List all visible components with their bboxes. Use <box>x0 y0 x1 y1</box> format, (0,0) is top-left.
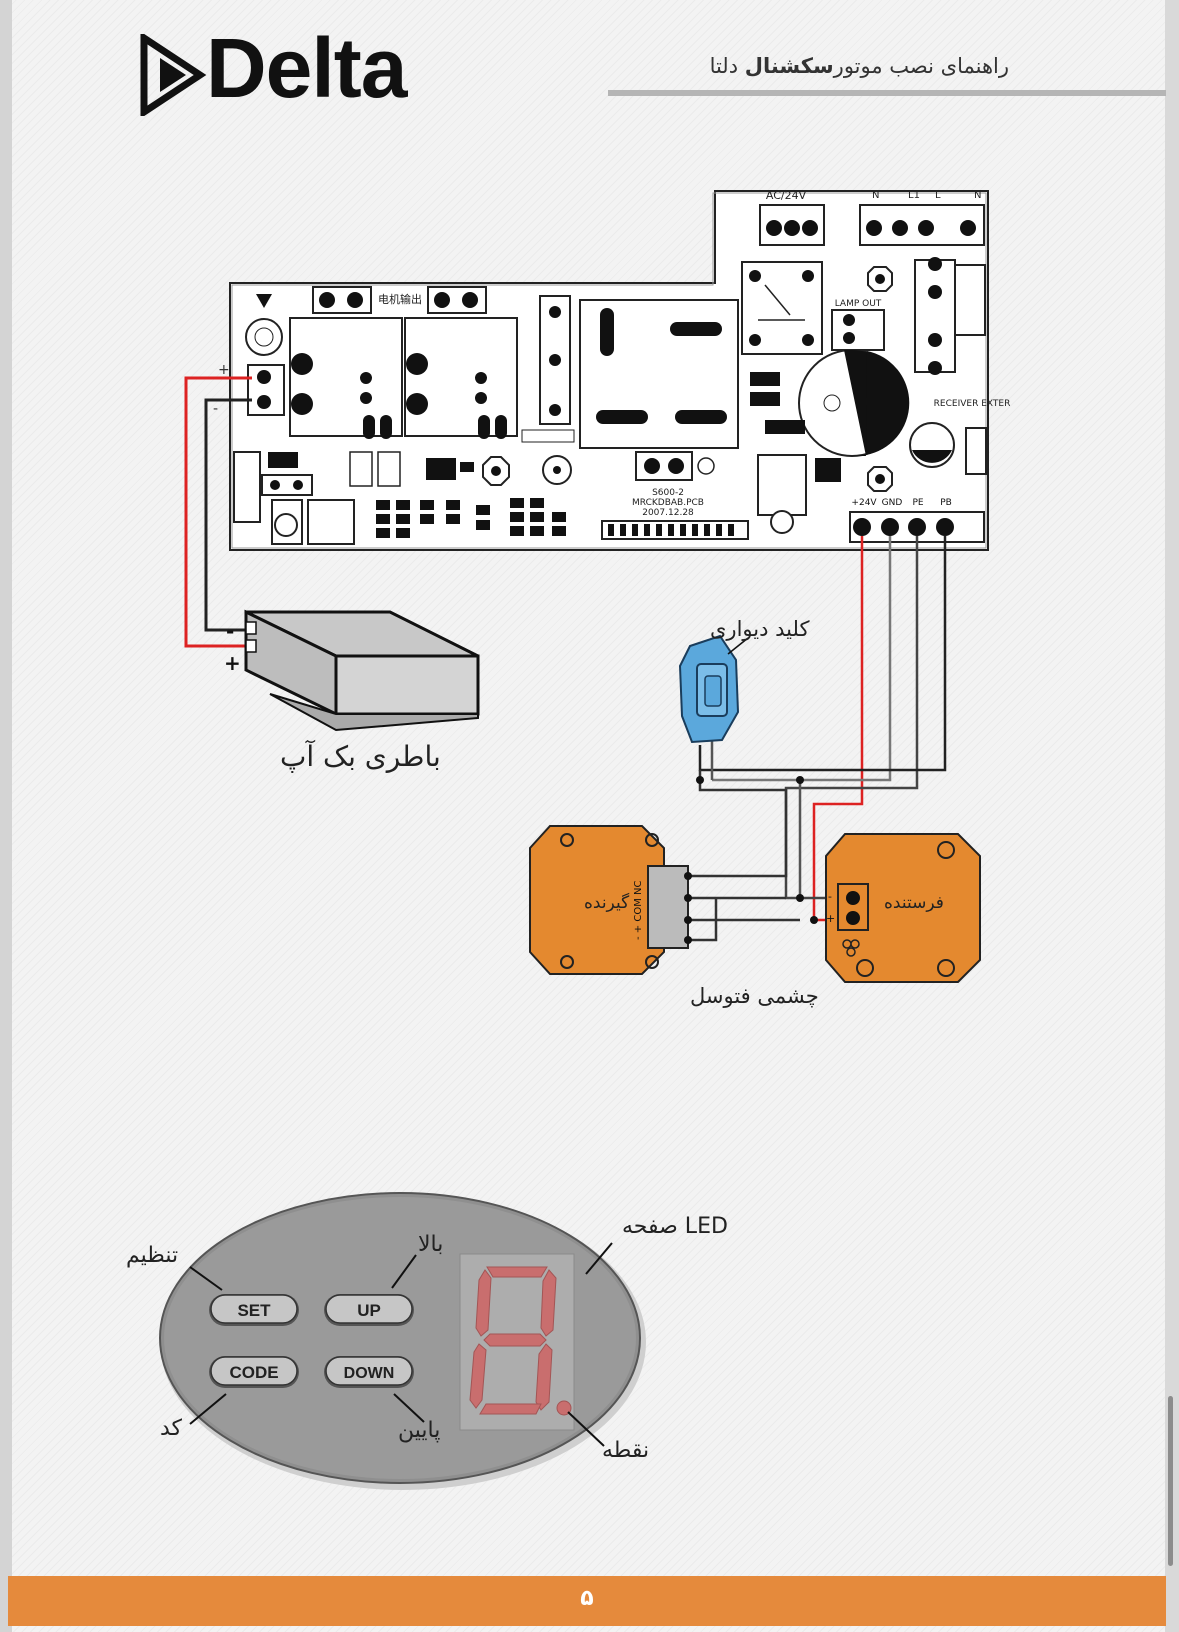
panel-callouts <box>189 1242 613 1447</box>
battery-plus: + <box>224 651 241 675</box>
terminal-label-24v: +24V <box>851 498 877 508</box>
up-button[interactable]: UP <box>324 1294 414 1326</box>
battery-minus: - <box>226 619 234 643</box>
transmitter-label: فرستنده <box>884 893 944 913</box>
logo-text: Delta <box>206 21 407 115</box>
control-board: 电机输出 AC/24V N <box>229 189 1011 551</box>
terminal-label-gnd: GND <box>882 498 903 508</box>
board-label-receiver: RECEIVER EXTER <box>934 399 1011 409</box>
board-label-l: L <box>935 190 941 201</box>
led-panel-label: صفحه LED <box>622 1214 728 1239</box>
callout-down: پایین <box>398 1418 441 1443</box>
page-title: راهنمای نصب موتورسکشنال دلتا <box>709 54 1009 78</box>
callout-set: تنظیم <box>126 1243 179 1268</box>
callout-code: کد <box>160 1416 183 1441</box>
header-divider <box>608 90 1166 96</box>
board-label-n2: N <box>974 190 981 201</box>
board-plus-sign: + <box>218 362 230 378</box>
up-button-label: UP <box>357 1301 381 1320</box>
battery-label: باطری بک آپ <box>280 740 441 773</box>
board-label-pcb: MRCKDBAB.PCB <box>632 498 704 508</box>
scrollbar-thumb[interactable] <box>1168 1396 1173 1566</box>
seven-segment-display <box>459 1253 575 1431</box>
transmitter-minus: - <box>828 890 832 903</box>
page-edge-right <box>1165 0 1179 1632</box>
photocell-receiver: - + COM NC <box>529 825 692 975</box>
page-footer: ۵ <box>8 1576 1166 1626</box>
set-button-label: SET <box>237 1301 271 1320</box>
terminal-label-pe: PE <box>912 498 923 508</box>
set-button[interactable]: SET <box>209 1294 299 1326</box>
down-button[interactable]: DOWN <box>324 1356 414 1388</box>
callout-up: بالا <box>418 1232 444 1257</box>
board-label-lamp: LAMP OUT <box>835 299 882 309</box>
backup-battery: - + <box>224 609 480 732</box>
board-label-ac24v: AC/24V <box>766 189 807 202</box>
transmitter-plus: + <box>826 912 835 925</box>
board-label-motor: 电机输出 <box>378 292 422 306</box>
board-label-date: 2007.12.28 <box>642 508 694 518</box>
callout-dot: نقطه <box>602 1438 650 1463</box>
photocell-transmitter: - + <box>825 833 981 983</box>
terminal-label-pb: PB <box>940 498 952 508</box>
wall-switch-icon <box>678 634 749 744</box>
page-number: ۵ <box>580 1586 594 1611</box>
battery-wiring: + - <box>184 362 252 648</box>
code-button[interactable]: CODE <box>209 1356 299 1388</box>
delta-logo-icon <box>140 34 207 116</box>
wall-switch-label: کلید دیواری <box>710 617 810 641</box>
code-button-label: CODE <box>229 1363 278 1382</box>
led-control-panel: SET UP CODE DOWN <box>159 1192 646 1490</box>
board-minus-sign: - <box>213 401 218 417</box>
board-label-n1: N <box>872 190 879 201</box>
down-button-label: DOWN <box>344 1365 395 1382</box>
receiver-pin-labels: - + COM NC <box>633 881 644 940</box>
photocell-label: چشمی فتوسل <box>690 984 819 1008</box>
board-label-model: S600-2 <box>652 488 684 498</box>
page-edge-left <box>0 0 12 1632</box>
receiver-label: گیرنده <box>584 893 630 913</box>
board-label-l1: L1 <box>908 190 920 201</box>
